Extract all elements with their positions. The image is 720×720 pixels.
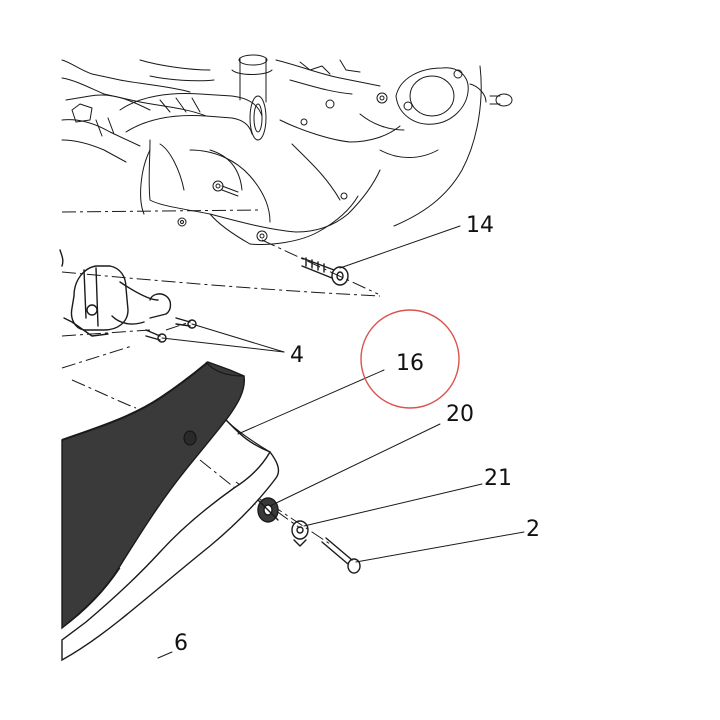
grommet-20-drawing — [257, 497, 279, 523]
screw-2-drawing — [321, 537, 361, 574]
engine-block-drawing — [61, 54, 513, 245]
leader-4a — [191, 323, 285, 353]
callout-14: 14 — [466, 213, 494, 238]
callout-21: 21 — [484, 466, 512, 491]
callout-4: 4 — [290, 343, 304, 368]
callout-2: 2 — [526, 517, 540, 542]
leader-21 — [303, 483, 483, 527]
mounting-bracket-drawing — [59, 249, 197, 343]
bolt-14-drawing — [301, 257, 349, 286]
highlight-circle-16 — [360, 309, 460, 409]
leader-20 — [269, 423, 441, 507]
leader-4b — [161, 337, 285, 353]
leader-2 — [355, 531, 525, 563]
callout-16: 16 — [396, 351, 424, 376]
leader-lines — [157, 225, 525, 659]
leader-14 — [339, 225, 461, 269]
callout-6: 6 — [174, 631, 188, 656]
leader-16 — [237, 369, 385, 435]
side-fairing-panel-drawing — [61, 361, 280, 662]
callout-20: 20 — [446, 402, 474, 427]
leader-6 — [157, 651, 173, 659]
collar-21-drawing — [291, 520, 309, 547]
